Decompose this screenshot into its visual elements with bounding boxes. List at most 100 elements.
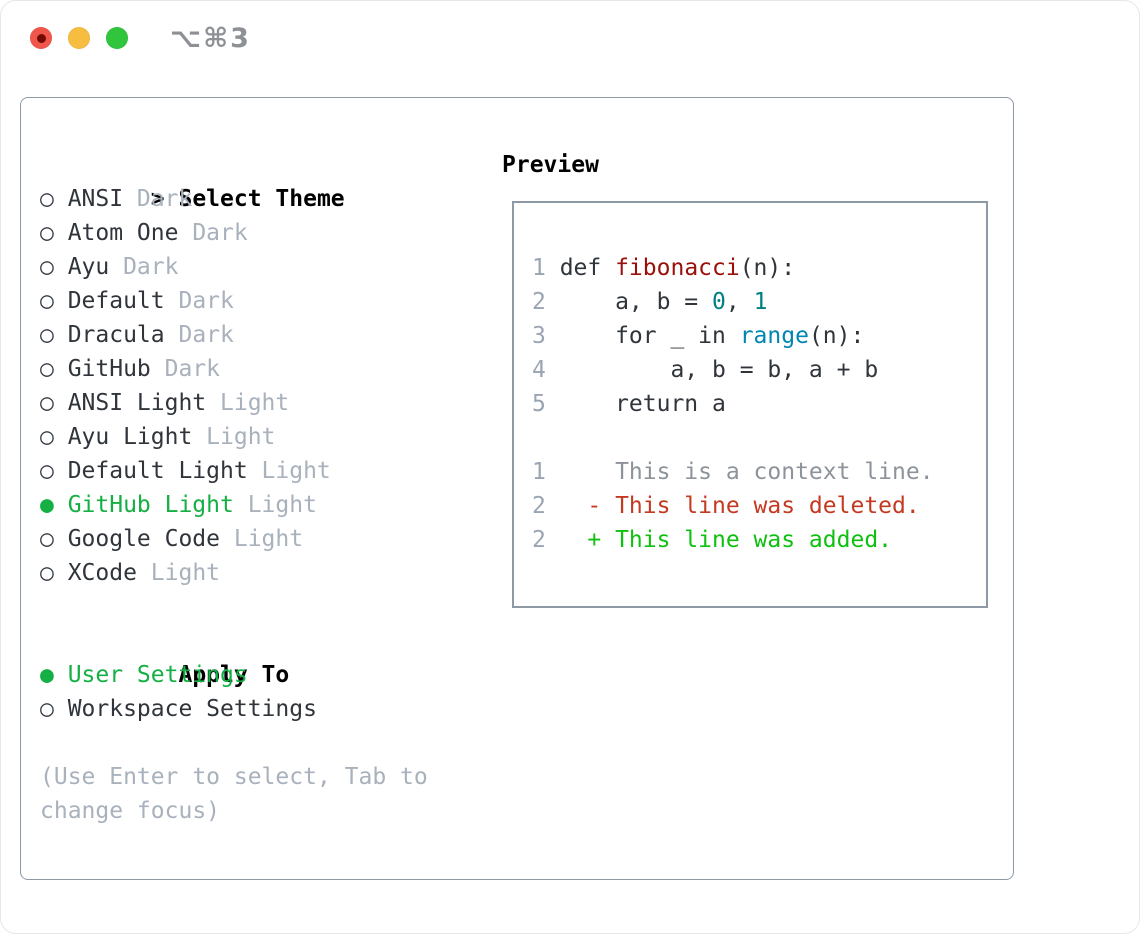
radio-unselected-icon: ○	[40, 220, 54, 246]
radio-unselected-icon: ○	[40, 322, 54, 348]
line-number: 2	[532, 289, 546, 315]
theme-option-default[interactable]: ○ Default Dark	[40, 284, 502, 318]
code-token-deleted: - This line was deleted.	[559, 493, 920, 519]
theme-name: Dracula	[67, 322, 165, 348]
line-number: 1	[532, 255, 546, 281]
code-token-title: fibonacci	[615, 255, 740, 281]
theme-variant: Dark	[164, 356, 221, 382]
line-number: 4	[532, 357, 546, 383]
theme-variant: Dark	[136, 186, 193, 212]
apply-to-title: Apply To	[178, 662, 290, 688]
line-number: 2	[532, 527, 546, 553]
radio-selected-icon: ●	[40, 492, 54, 518]
line-number: 3	[532, 323, 546, 349]
titlebar: ⌥⌘3	[1, 1, 1139, 75]
theme-name: Ayu Light	[67, 424, 193, 450]
code-token-text: (n):	[739, 255, 796, 281]
apply-to-header: Apply To	[40, 624, 502, 688]
theme-option-xcode[interactable]: ○ XCode Light	[40, 556, 502, 590]
theme-variant: Dark	[123, 254, 179, 280]
theme-name: GitHub	[67, 356, 151, 382]
radio-unselected-icon: ○	[40, 390, 54, 416]
zoom-button[interactable]	[106, 27, 128, 49]
theme-option-github[interactable]: ○ GitHub Dark	[40, 352, 502, 386]
preview-line	[532, 421, 986, 455]
line-number: 5	[532, 391, 546, 417]
theme-name: ANSI Light	[67, 390, 207, 416]
theme-option-github-light[interactable]: ● GitHub Light Light	[40, 488, 502, 522]
theme-name: GitHub Light	[67, 492, 234, 518]
theme-name: XCode	[67, 560, 137, 586]
code-token-added: + This line was added.	[559, 527, 893, 553]
theme-list-header: > Select Theme	[40, 148, 502, 212]
theme-name: ANSI	[67, 186, 124, 212]
code-token-text: ,	[725, 289, 754, 315]
code-token-text: return a	[559, 391, 726, 417]
line-number: 2	[532, 493, 546, 519]
apply-option-user-settings[interactable]: ● User Settings	[40, 658, 502, 692]
preview-title: Preview	[502, 152, 599, 178]
theme-variant: Dark	[178, 288, 234, 314]
theme-option-ayu[interactable]: ○ Ayu Dark	[40, 250, 502, 284]
minimize-button[interactable]	[68, 27, 90, 49]
theme-variant: Light	[150, 560, 221, 586]
preview-line: 2 + This line was added.	[532, 523, 986, 557]
window-title: ⌥⌘3	[170, 22, 251, 54]
theme-variant: Dark	[192, 220, 248, 246]
theme-variant: Light	[247, 492, 317, 518]
code-token-text: def	[559, 255, 616, 281]
preview-line: 1 This is a context line.	[532, 455, 986, 489]
theme-name: Atom One	[67, 220, 179, 246]
theme-option-ansi[interactable]: ○ ANSI Dark	[40, 182, 502, 216]
preview-line: 1 def fibonacci(n):	[532, 251, 986, 285]
preview-line: 2 - This line was deleted.	[532, 489, 986, 523]
apply-option-label: User Settings	[67, 662, 248, 688]
prompt-caret-icon: >	[150, 186, 165, 212]
apply-option-workspace-settings[interactable]: ○Workspace Settings	[40, 692, 502, 726]
apply-option-label: Workspace Settings	[67, 696, 317, 722]
spacer	[40, 726, 502, 760]
theme-option-dracula[interactable]: ○ Dracula Dark	[40, 318, 502, 352]
theme-option-atom-one[interactable]: ○ Atom One Dark	[40, 216, 502, 250]
radio-unselected-icon: ○	[40, 560, 54, 586]
radio-unselected-icon: ○	[40, 424, 54, 450]
preview-line: 4 a, b = b, a + b	[532, 353, 986, 387]
line-number: 1	[532, 459, 546, 485]
preview-line: 5 return a	[532, 387, 986, 421]
spacer	[40, 590, 502, 624]
theme-variant: Light	[233, 526, 304, 552]
theme-name: Ayu	[67, 254, 110, 280]
theme-name: Default Light	[67, 458, 248, 484]
theme-list-title: Select Theme	[178, 186, 345, 212]
theme-variant: Dark	[178, 322, 234, 348]
radio-unselected-icon: ○	[40, 254, 54, 280]
radio-unselected-icon: ○	[40, 356, 54, 382]
preview-line: 3 for _ in range(n):	[532, 319, 986, 353]
radio-selected-icon: ●	[40, 662, 54, 688]
theme-variant: Light	[206, 424, 276, 450]
apply-to-list: ● User Settings ○Workspace Settings	[40, 658, 502, 726]
radio-unselected-icon: ○	[40, 186, 54, 212]
radio-unselected-icon: ○	[40, 526, 54, 552]
radio-unselected-icon: ○	[40, 288, 54, 314]
close-button-dot	[36, 33, 46, 43]
code-token-text: for _ in	[559, 323, 740, 349]
code-token-text: (n):	[808, 323, 865, 349]
theme-name: Default	[67, 288, 165, 314]
preview-line: 2 a, b = 0, 1	[532, 285, 986, 319]
code-token-number: 0	[712, 289, 726, 315]
code-token-context: This is a context line.	[559, 459, 934, 485]
theme-option-ansi-light[interactable]: ○ ANSI Light Light	[40, 386, 502, 420]
radio-unselected-icon: ○	[40, 458, 54, 484]
theme-variant: Light	[220, 390, 290, 416]
close-button[interactable]	[30, 27, 52, 49]
keyboard-hint: (Use Enter to select, Tab to change focu…	[40, 764, 428, 824]
theme-option-ayu-light[interactable]: ○ Ayu Light Light	[40, 420, 502, 454]
